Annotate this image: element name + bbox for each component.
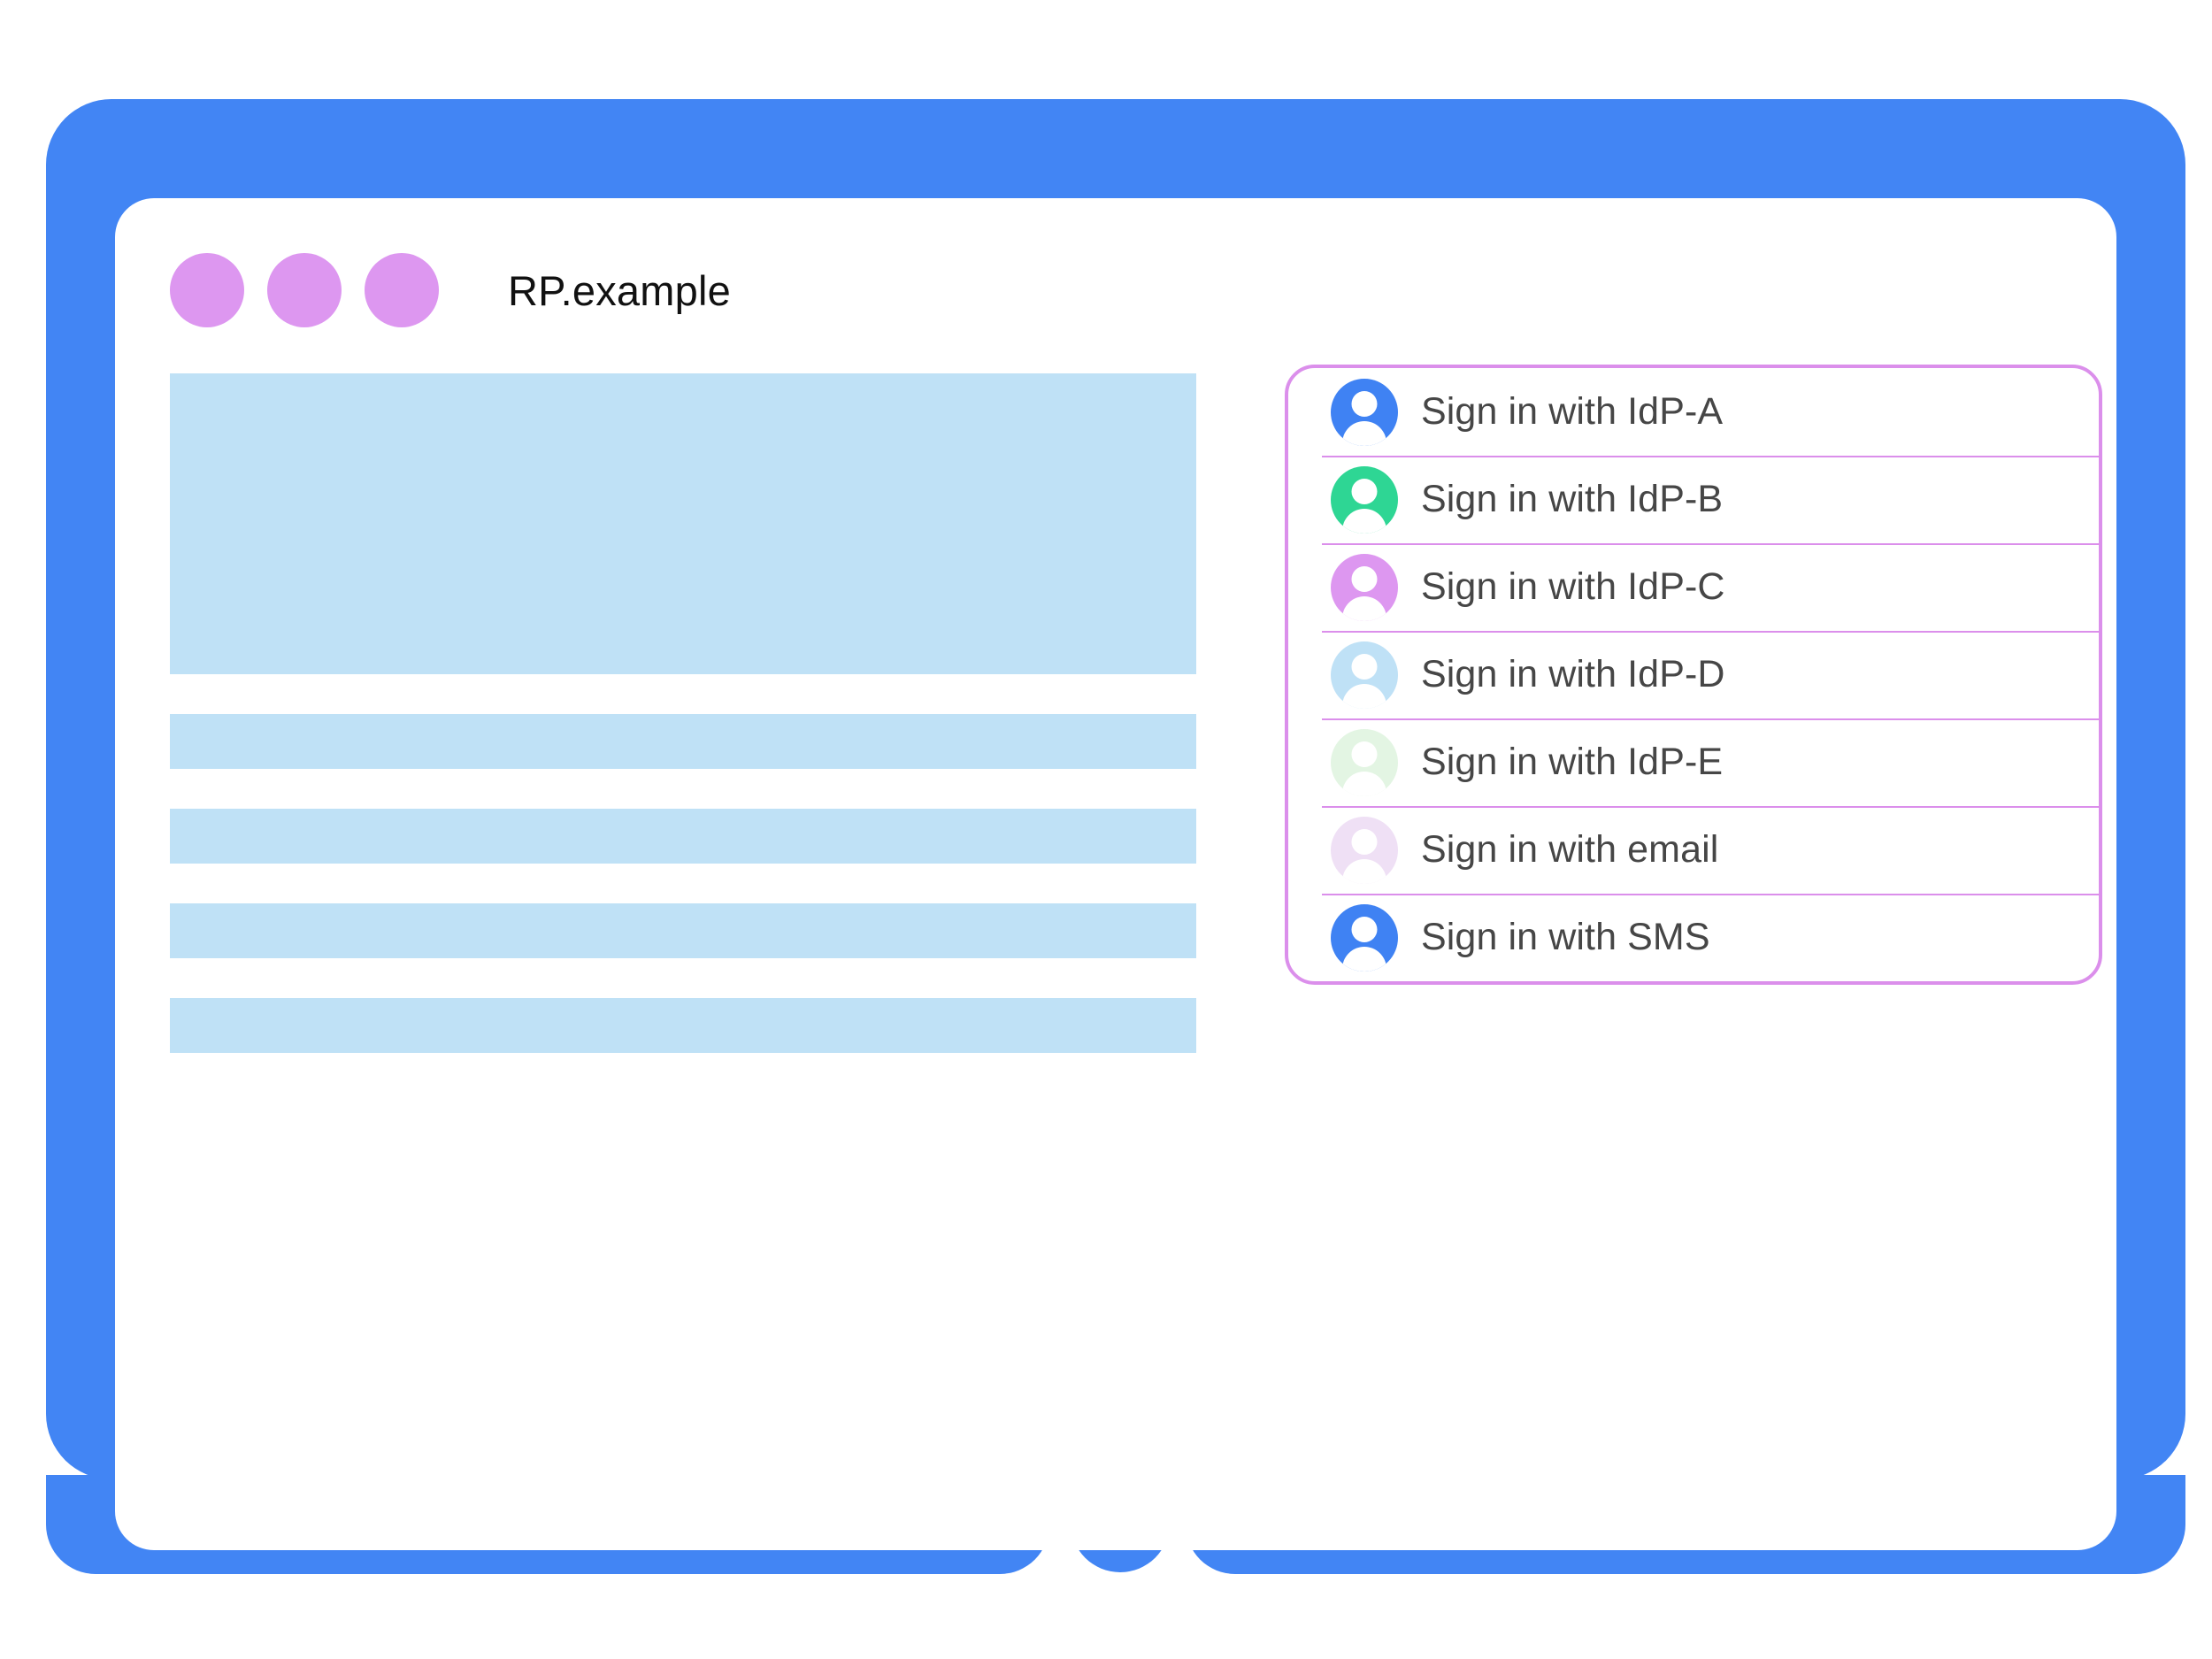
person-avatar-icon <box>1331 728 1398 796</box>
account-row-label: Sign in with IdP-A <box>1421 390 1724 433</box>
account-row[interactable]: Sign in with email <box>1288 806 2099 894</box>
avatar-body <box>1342 946 1386 972</box>
account-row-label: Sign in with IdP-B <box>1421 478 1724 520</box>
avatar-head <box>1351 916 1378 942</box>
browser-titlebar: RP.example <box>115 198 2116 382</box>
content-placeholder-hero <box>170 373 1196 674</box>
page-content-placeholder <box>170 373 1196 1093</box>
account-row[interactable]: Sign in with IdP-E <box>1288 718 2099 806</box>
avatar-body <box>1342 858 1386 884</box>
window-dot-2[interactable] <box>267 253 342 327</box>
person-avatar-icon <box>1331 378 1398 446</box>
avatar-body <box>1342 508 1386 534</box>
person-avatar-icon <box>1331 641 1398 709</box>
content-placeholder-bar-2 <box>170 809 1196 864</box>
avatar-head <box>1351 653 1378 680</box>
account-row-label: Sign in with SMS <box>1421 916 1710 958</box>
person-avatar-icon <box>1331 816 1398 884</box>
account-row[interactable]: Sign in with IdP-B <box>1288 456 2099 543</box>
content-placeholder-bar-4 <box>170 998 1196 1053</box>
page-title: RP.example <box>508 266 731 314</box>
account-chooser-dialog: Sign in with IdP-A Sign in with IdP-B Sign… <box>1285 365 2102 985</box>
account-row-label: Sign in with email <box>1421 828 1719 871</box>
content-placeholder-bar-3 <box>170 903 1196 958</box>
account-row-label: Sign in with IdP-C <box>1421 565 1725 608</box>
account-row[interactable]: Sign in with IdP-D <box>1288 631 2099 718</box>
content-placeholder-bar-1 <box>170 714 1196 769</box>
avatar-body <box>1342 420 1386 446</box>
person-avatar-icon <box>1331 465 1398 534</box>
account-row[interactable]: Sign in with SMS <box>1288 894 2099 981</box>
window-dot-3[interactable] <box>365 253 439 327</box>
person-avatar-icon <box>1331 903 1398 972</box>
avatar-head <box>1351 828 1378 855</box>
avatar-body <box>1342 595 1386 621</box>
person-avatar-icon <box>1331 553 1398 621</box>
avatar-head <box>1351 741 1378 767</box>
window-dot-1[interactable] <box>170 253 244 327</box>
avatar-body <box>1342 683 1386 709</box>
avatar-head <box>1351 565 1378 592</box>
account-row-label: Sign in with IdP-E <box>1421 741 1724 783</box>
account-row[interactable]: Sign in with IdP-C <box>1288 543 2099 631</box>
avatar-head <box>1351 478 1378 504</box>
avatar-body <box>1342 771 1386 796</box>
avatar-head <box>1351 390 1378 417</box>
account-row-label: Sign in with IdP-D <box>1421 653 1725 695</box>
account-row[interactable]: Sign in with IdP-A <box>1288 368 2099 456</box>
